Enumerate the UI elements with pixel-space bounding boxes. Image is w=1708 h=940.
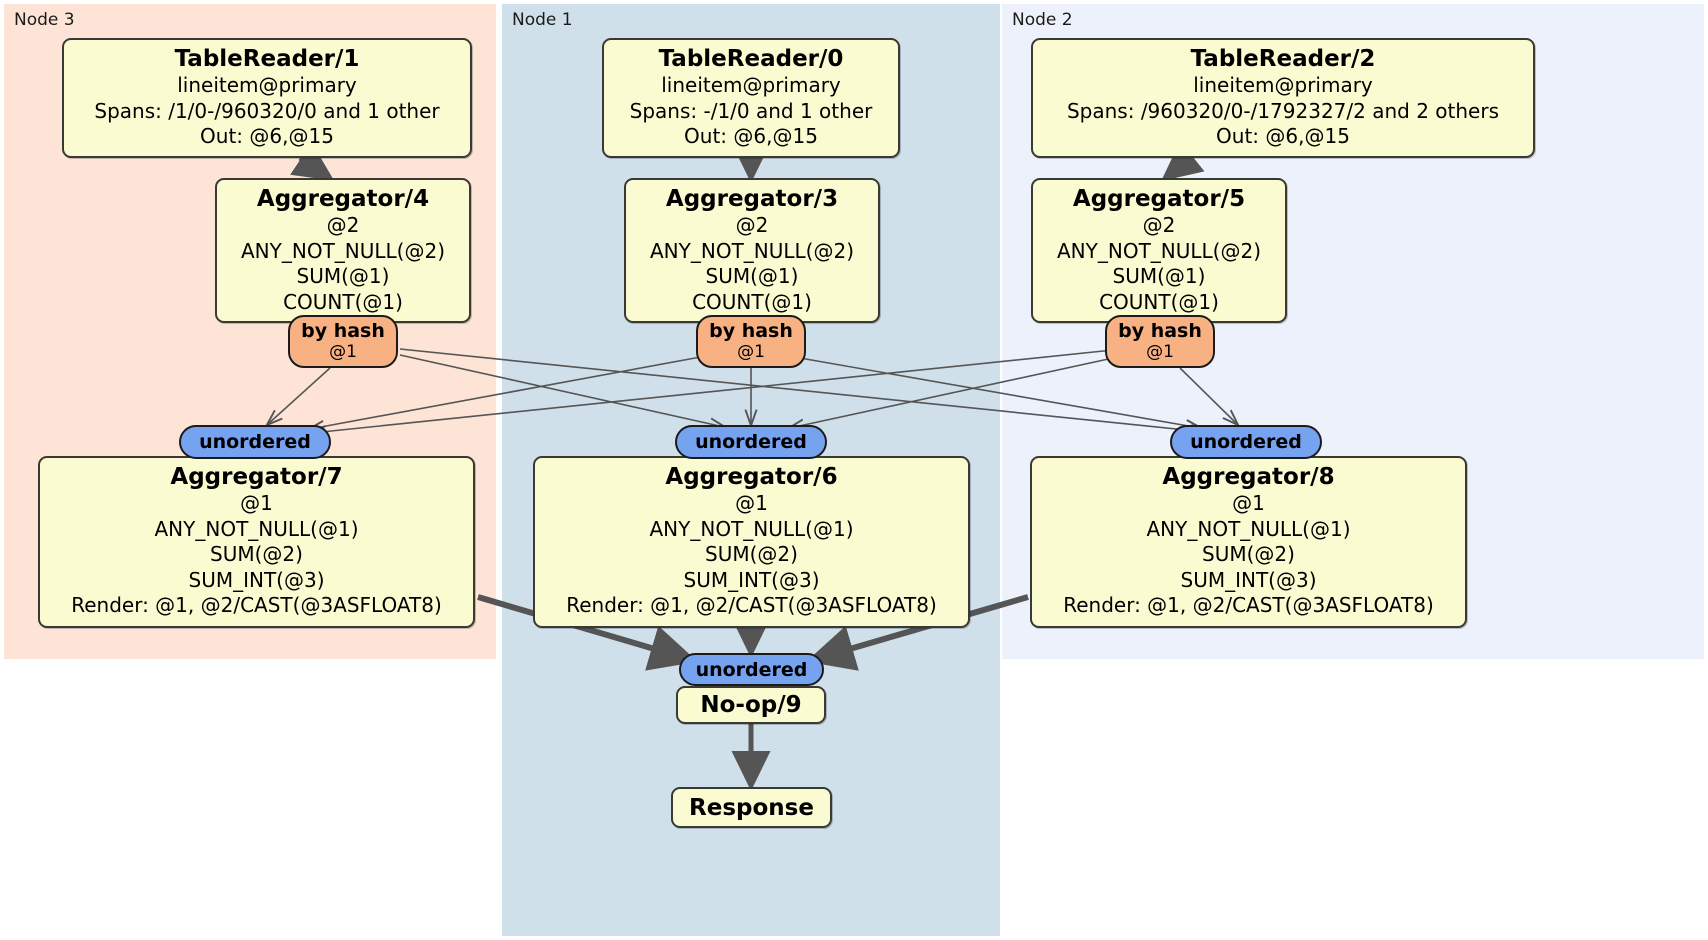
processor-detail-line: SUM(@2) bbox=[1202, 542, 1295, 566]
node-panel-label-node2: Node 2 bbox=[1012, 10, 1073, 30]
router-type-label: by hash bbox=[709, 320, 793, 342]
processor-detail-line: SUM(@2) bbox=[210, 542, 303, 566]
processor-detail-line: @2 bbox=[735, 213, 769, 237]
sync-type-label: unordered bbox=[695, 658, 808, 681]
processor-detail-line: ANY_NOT_NULL(@2) bbox=[241, 238, 445, 263]
input-sync-badge-unordered-left[interactable]: unordered bbox=[179, 425, 331, 459]
output-router-badge-by-hash-middle[interactable]: by hash @1 bbox=[696, 315, 806, 368]
processor-title: Aggregator/4 bbox=[256, 186, 430, 212]
router-column-label: @1 bbox=[737, 342, 765, 362]
processor-detail-line: Spans: -/1/0 and 1 other bbox=[629, 98, 873, 123]
processor-detail-line: @2 bbox=[1142, 213, 1176, 237]
router-type-label: by hash bbox=[301, 320, 385, 342]
processor-detail-line: @1 bbox=[735, 491, 768, 515]
processor-detail-line: SUM(@1) bbox=[296, 264, 390, 288]
processor-detail-line: ANY_NOT_NULL(@1) bbox=[1146, 516, 1351, 541]
processor-tablereader-1[interactable]: TableReader/1 lineitem@primary Spans: /1… bbox=[62, 38, 472, 158]
processor-detail-line: SUM_INT(@3) bbox=[188, 567, 325, 592]
sync-type-label: unordered bbox=[199, 431, 311, 453]
processor-detail-line: Out: @6,@15 bbox=[1216, 124, 1350, 148]
processor-detail-line: ANY_NOT_NULL(@1) bbox=[154, 516, 359, 541]
processor-title: No-op/9 bbox=[700, 692, 802, 718]
processor-title: Aggregator/6 bbox=[665, 464, 838, 490]
processor-detail-line: lineitem@primary bbox=[1193, 73, 1373, 97]
processor-title: TableReader/2 bbox=[1190, 46, 1376, 72]
processor-title: Response bbox=[689, 794, 814, 821]
processor-detail-line: COUNT(@1) bbox=[283, 289, 403, 314]
processor-detail-line: COUNT(@1) bbox=[692, 289, 812, 314]
processor-detail-line: SUM(@1) bbox=[705, 264, 799, 288]
processor-detail-line: @2 bbox=[326, 213, 360, 237]
processor-detail-line: ANY_NOT_NULL(@2) bbox=[650, 238, 854, 263]
node-panel-label-node3: Node 3 bbox=[14, 10, 75, 30]
processor-aggregator-6[interactable]: Aggregator/6 @1 ANY_NOT_NULL(@1) SUM(@2)… bbox=[533, 456, 970, 628]
input-sync-badge-unordered-middle[interactable]: unordered bbox=[675, 425, 827, 459]
output-router-badge-by-hash-left[interactable]: by hash @1 bbox=[288, 315, 398, 368]
processor-detail-line: ANY_NOT_NULL(@2) bbox=[1057, 238, 1261, 263]
processor-aggregator-4[interactable]: Aggregator/4 @2 ANY_NOT_NULL(@2) SUM(@1)… bbox=[215, 178, 471, 323]
sync-type-label: unordered bbox=[695, 431, 807, 453]
processor-aggregator-8[interactable]: Aggregator/8 @1 ANY_NOT_NULL(@1) SUM(@2)… bbox=[1030, 456, 1467, 628]
processor-title: Aggregator/8 bbox=[1162, 464, 1335, 490]
processor-detail-line: @1 bbox=[240, 491, 273, 515]
node-panel-label-node1: Node 1 bbox=[512, 10, 573, 30]
output-router-badge-by-hash-right[interactable]: by hash @1 bbox=[1105, 315, 1215, 368]
router-column-label: @1 bbox=[329, 342, 357, 362]
sync-type-label: unordered bbox=[1190, 431, 1302, 453]
processor-detail-line: SUM_INT(@3) bbox=[683, 567, 820, 592]
processor-aggregator-7[interactable]: Aggregator/7 @1 ANY_NOT_NULL(@1) SUM(@2)… bbox=[38, 456, 475, 628]
processor-detail-line: Spans: /960320/0-/1792327/2 and 2 others bbox=[1066, 98, 1499, 123]
processor-detail-line: COUNT(@1) bbox=[1099, 289, 1219, 314]
processor-response[interactable]: Response bbox=[671, 787, 832, 828]
processor-title: TableReader/0 bbox=[658, 46, 844, 72]
processor-tablereader-0[interactable]: TableReader/0 lineitem@primary Spans: -/… bbox=[602, 38, 900, 158]
processor-title: Aggregator/5 bbox=[1072, 186, 1246, 212]
processor-detail-line: SUM(@1) bbox=[1112, 264, 1206, 288]
input-sync-badge-unordered-final[interactable]: unordered bbox=[679, 653, 824, 686]
processor-noop-9[interactable]: No-op/9 bbox=[676, 686, 826, 724]
router-column-label: @1 bbox=[1146, 342, 1174, 362]
router-type-label: by hash bbox=[1118, 320, 1202, 342]
processor-render-line: Render: @1, @2/CAST(@3ASFLOAT8) bbox=[566, 593, 937, 617]
processor-detail-line: lineitem@primary bbox=[177, 73, 357, 97]
processor-title: Aggregator/3 bbox=[665, 186, 839, 212]
processor-detail-line: Out: @6,@15 bbox=[200, 124, 334, 148]
processor-title: TableReader/1 bbox=[174, 46, 360, 72]
processor-aggregator-3[interactable]: Aggregator/3 @2 ANY_NOT_NULL(@2) SUM(@1)… bbox=[624, 178, 880, 323]
processor-detail-line: @1 bbox=[1232, 491, 1265, 515]
processor-title: Aggregator/7 bbox=[170, 464, 343, 490]
processor-render-line: Render: @1, @2/CAST(@3ASFLOAT8) bbox=[1063, 593, 1434, 617]
processor-detail-line: lineitem@primary bbox=[661, 73, 841, 97]
processor-detail-line: Out: @6,@15 bbox=[684, 124, 818, 148]
processor-aggregator-5[interactable]: Aggregator/5 @2 ANY_NOT_NULL(@2) SUM(@1)… bbox=[1031, 178, 1287, 323]
processor-detail-line: ANY_NOT_NULL(@1) bbox=[649, 516, 854, 541]
processor-render-line: Render: @1, @2/CAST(@3ASFLOAT8) bbox=[71, 593, 442, 617]
input-sync-badge-unordered-right[interactable]: unordered bbox=[1170, 425, 1322, 459]
processor-detail-line: SUM_INT(@3) bbox=[1180, 567, 1317, 592]
processor-detail-line: SUM(@2) bbox=[705, 542, 798, 566]
processor-detail-line: Spans: /1/0-/960320/0 and 1 other bbox=[94, 98, 440, 123]
processor-tablereader-2[interactable]: TableReader/2 lineitem@primary Spans: /9… bbox=[1031, 38, 1535, 158]
